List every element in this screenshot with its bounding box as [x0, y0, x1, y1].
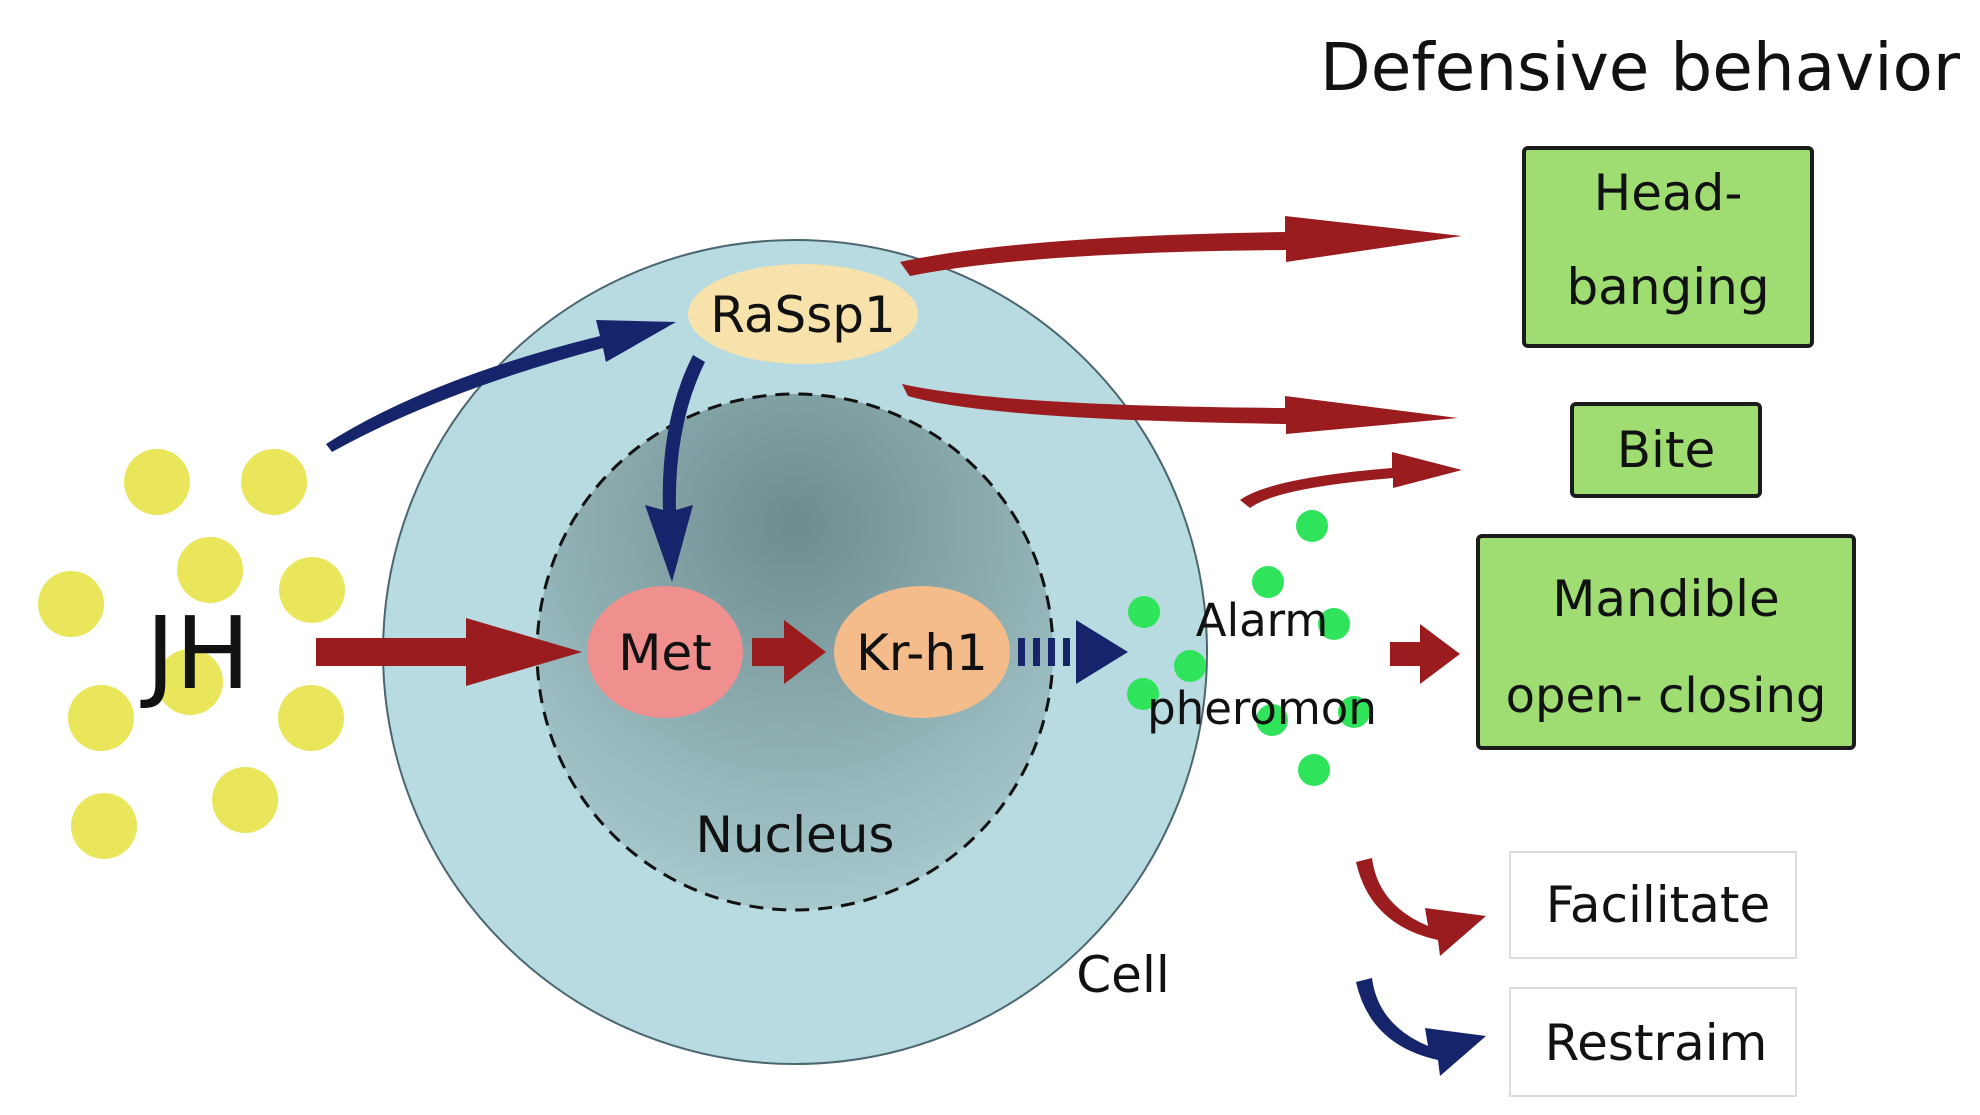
nucleus-label: Nucleus [696, 806, 895, 864]
pheromone-molecule [1127, 678, 1159, 710]
jh-molecule [68, 685, 134, 751]
jh-molecule [278, 685, 344, 751]
jh-molecule [38, 571, 104, 637]
jh-molecule [241, 449, 307, 515]
legend-facilitate-arrow-icon [1356, 858, 1486, 956]
pheromone-to-bite-arrow [1240, 452, 1462, 508]
behavior-mandible-line2: open- closing [1506, 668, 1827, 724]
pheromone-molecule [1174, 650, 1206, 682]
pheromone-molecule [1256, 704, 1288, 736]
jh-molecule [71, 793, 137, 859]
pheromone-molecule [1252, 566, 1284, 598]
krh1-to-pheromone-arrow [1018, 620, 1128, 684]
behavior-head-banging-line2: banging [1566, 258, 1769, 316]
alarm-pheromone-label-line2: pheromon [1147, 682, 1377, 735]
jh-to-met-arrow [316, 618, 582, 686]
alarm-pheromone-label-line1: Alarm [1196, 594, 1328, 647]
rassp1-to-met-arrow [645, 355, 705, 582]
behavior-bite-line1: Bite [1617, 421, 1716, 479]
legend: Facilitate Restraim [1356, 851, 1797, 1097]
met-node [587, 586, 743, 718]
to-bite-arrow [902, 384, 1458, 434]
legend-facilitate-label: Facilitate [1546, 876, 1771, 934]
krh1-node [834, 586, 1010, 718]
behavior-bite: Bite [1570, 402, 1762, 498]
pheromone-molecule [1128, 596, 1160, 628]
met-to-krh1-arrow [752, 620, 826, 684]
jh-molecule [177, 537, 243, 603]
pheromone-molecule [1296, 510, 1328, 542]
to-headbanging-arrow [900, 216, 1462, 276]
rassp1-node [688, 264, 918, 364]
jh-molecule [212, 767, 278, 833]
behavior-head-banging-line1: Head- [1594, 164, 1743, 222]
cell-label: Cell [1076, 946, 1169, 1004]
behavior-mandible-line1: Mandible [1552, 570, 1780, 628]
jh-molecule [157, 649, 223, 715]
to-mandible-arrow [1390, 624, 1460, 684]
jh-label: JH [140, 595, 251, 712]
pheromone-molecule [1338, 696, 1370, 728]
pheromone-molecule [1298, 754, 1330, 786]
jh-to-rassp1-arrow [326, 320, 676, 452]
title: Defensive behavior [1320, 29, 1961, 106]
jh-molecule [279, 557, 345, 623]
jh-molecule [124, 449, 190, 515]
legend-facilitate-box [1509, 851, 1797, 959]
pheromone-molecule [1318, 608, 1350, 640]
behavior-mandible: Mandible open- closing [1476, 534, 1856, 750]
legend-restrain-arrow-icon [1356, 978, 1486, 1076]
pheromone-molecules [1127, 510, 1370, 786]
met-label: Met [618, 624, 712, 682]
legend-restrain-label: Restraim [1545, 1014, 1768, 1072]
rassp1-label: RaSsp1 [710, 286, 896, 344]
behavior-head-banging: Head- banging [1522, 146, 1814, 348]
krh1-label: Kr-h1 [856, 624, 988, 682]
legend-restrain-box [1509, 987, 1797, 1097]
jh-molecules [38, 449, 345, 859]
